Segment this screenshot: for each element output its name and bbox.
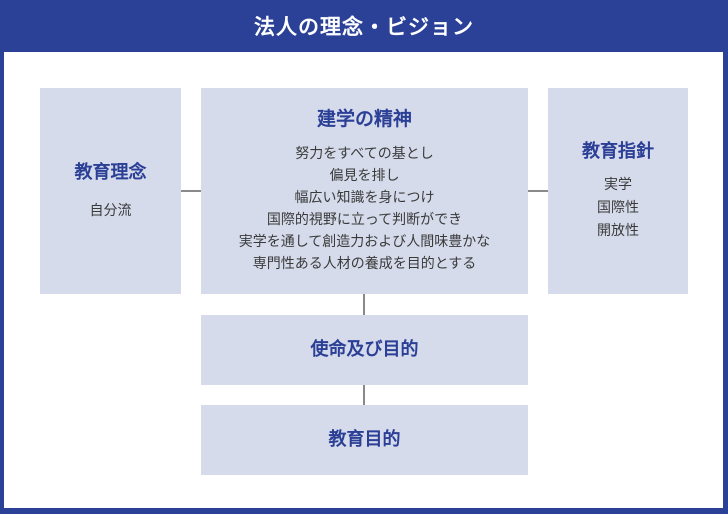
guideline-item: 国際性 <box>597 199 639 216</box>
founding-spirit-line: 専門性ある人材の養成を目的とする <box>252 255 477 272</box>
frame-left-border <box>0 52 4 514</box>
founding-spirit-line: 実学を通して創造力および人間味豊かな <box>238 233 491 250</box>
box-mission-and-purpose: 使命及び目的 <box>201 315 528 385</box>
frame-bottom-border <box>0 508 728 514</box>
connector-mission-purpose <box>363 385 365 405</box>
connector-spirit-mission <box>363 294 365 315</box>
educational-philosophy-item: 自分流 <box>89 201 132 218</box>
founding-spirit-line: 偏見を排し <box>329 167 400 184</box>
guideline-item: 開放性 <box>597 222 639 239</box>
founding-spirit-line: 国際的視野に立って判断ができ <box>266 211 463 228</box>
founding-spirit-line: 努力をすべての基とし <box>295 145 434 162</box>
box-educational-philosophy: 教育理念 自分流 <box>40 88 181 294</box>
educational-philosophy-title: 教育理念 <box>74 162 147 183</box>
box-founding-spirit: 建学の精神 努力をすべての基とし 偏見を排し 幅広い知識を身につけ 国際的視野に… <box>201 88 528 294</box>
educational-guidelines-title: 教育指針 <box>582 140 654 161</box>
frame-right-border <box>723 52 728 514</box>
mission-title: 使命及び目的 <box>310 339 419 360</box>
founding-spirit-text: 努力をすべての基とし 偏見を排し 幅広い知識を身につけ 国際的視野に立って判断が… <box>239 142 491 274</box>
box-educational-purpose: 教育目的 <box>201 405 528 475</box>
educational-purpose-title: 教育目的 <box>328 429 401 450</box>
header-band: 法人の理念・ビジョン <box>0 0 728 52</box>
founding-spirit-line: 幅広い知識を身につけ <box>294 189 435 206</box>
page-title: 法人の理念・ビジョン <box>254 16 474 39</box>
box-educational-guidelines: 教育指針 実学 国際性 開放性 <box>548 88 688 294</box>
founding-spirit-title: 建学の精神 <box>316 108 412 130</box>
educational-guidelines-list: 実学 国際性 開放性 <box>597 173 639 242</box>
connector-philosophy-spirit <box>181 190 201 192</box>
guideline-item: 実学 <box>604 176 632 193</box>
connector-spirit-guidelines <box>528 190 548 192</box>
